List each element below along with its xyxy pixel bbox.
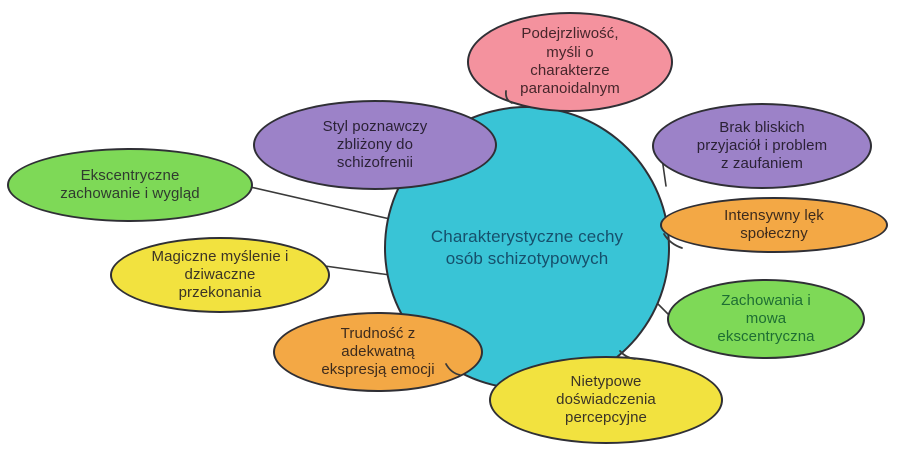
central-node-label: Charakterystyczne cechy osób schizotypow…: [431, 226, 623, 270]
node-difficulty-expressing-emotions: Trudność z adekwatną ekspresją emocji: [273, 312, 483, 392]
node-magical-thinking-odd-beliefs: Magiczne myślenie i dziwaczne przekonani…: [110, 237, 330, 313]
node-label-line: ekspresją emocji: [321, 361, 435, 379]
node-label-line: społeczny: [740, 225, 808, 242]
node-suspiciousness-paranoid-thoughts: Podejrzliwość, myśli o charakterze paran…: [467, 12, 673, 112]
node-label-line: ekscentryczna: [717, 328, 815, 346]
connector-eccentric-behavior: [245, 185, 391, 220]
node-schizophrenia-like-cognitive-style: Styl poznawczy zbliżony do schizofrenii: [253, 100, 497, 190]
node-label: Podejrzliwość, myśli o charakterze paran…: [520, 25, 620, 98]
node-label-line: Zachowania i: [721, 291, 811, 309]
node-label-line: przyjaciół i problem: [696, 136, 828, 154]
node-label-line: Trudność z: [340, 324, 416, 342]
node-label-line: doświadczenia: [556, 390, 656, 408]
node-label-line: przekonania: [178, 284, 262, 302]
node-eccentric-behavior-speech: Zachowania i mowa ekscentryczna: [667, 279, 865, 359]
node-label-line: Styl poznawczy: [322, 117, 428, 135]
node-label-line: charakterze: [530, 62, 610, 79]
central-label-line: osób schizotypowych: [445, 249, 609, 268]
node-label: Styl poznawczy zbliżony do schizofrenii: [323, 118, 428, 173]
node-label: Intensywny lęk społeczny: [724, 207, 824, 244]
node-label-line: mowa: [745, 309, 787, 327]
node-label-line: dziwaczne: [184, 265, 256, 283]
node-label-line: Brak bliskich: [719, 118, 805, 136]
node-label: Magiczne myślenie i dziwaczne przekonani…: [152, 248, 289, 303]
node-label: Zachowania i mowa ekscentryczna: [717, 292, 814, 347]
node-eccentric-behavior-appearance: Ekscentryczne zachowanie i wygląd: [7, 148, 253, 222]
connector-magical-thinking: [324, 265, 391, 276]
node-label-line: zachowanie i wygląd: [60, 185, 200, 202]
node-label: Ekscentryczne zachowanie i wygląd: [60, 167, 199, 204]
node-label-line: Intensywny lęk: [724, 206, 824, 224]
node-label-line: schizofrenii: [336, 154, 414, 172]
node-label-line: myśli o: [546, 43, 594, 61]
node-label-line: adekwatną: [341, 342, 415, 360]
node-label: Trudność z adekwatną ekspresją emocji: [321, 325, 434, 380]
node-label-line: paranoidalnym: [520, 80, 620, 98]
node-intense-social-anxiety: Intensywny lęk społeczny: [660, 197, 888, 253]
node-label-line: Podejrzliwość,: [521, 25, 619, 43]
node-unusual-perceptual-experiences: Nietypowe doświadczenia percepcyjne: [489, 356, 723, 444]
node-label: Nietypowe doświadczenia percepcyjne: [556, 373, 656, 428]
node-label-line: percepcyjne: [565, 409, 647, 427]
node-label-line: z zaufaniem: [721, 155, 803, 173]
node-label: Brak bliskich przyjaciół i problem z zau…: [697, 119, 827, 174]
node-label-line: zbliżony do: [336, 135, 414, 153]
central-label-line: Charakterystyczne cechy: [430, 226, 624, 246]
node-label-line: Ekscentryczne: [80, 166, 180, 184]
node-label-line: Nietypowe: [570, 372, 642, 390]
node-label-line: Magiczne myślenie i: [151, 247, 289, 265]
node-lack-of-close-friends-trust-problem: Brak bliskich przyjaciół i problem z zau…: [652, 103, 872, 189]
